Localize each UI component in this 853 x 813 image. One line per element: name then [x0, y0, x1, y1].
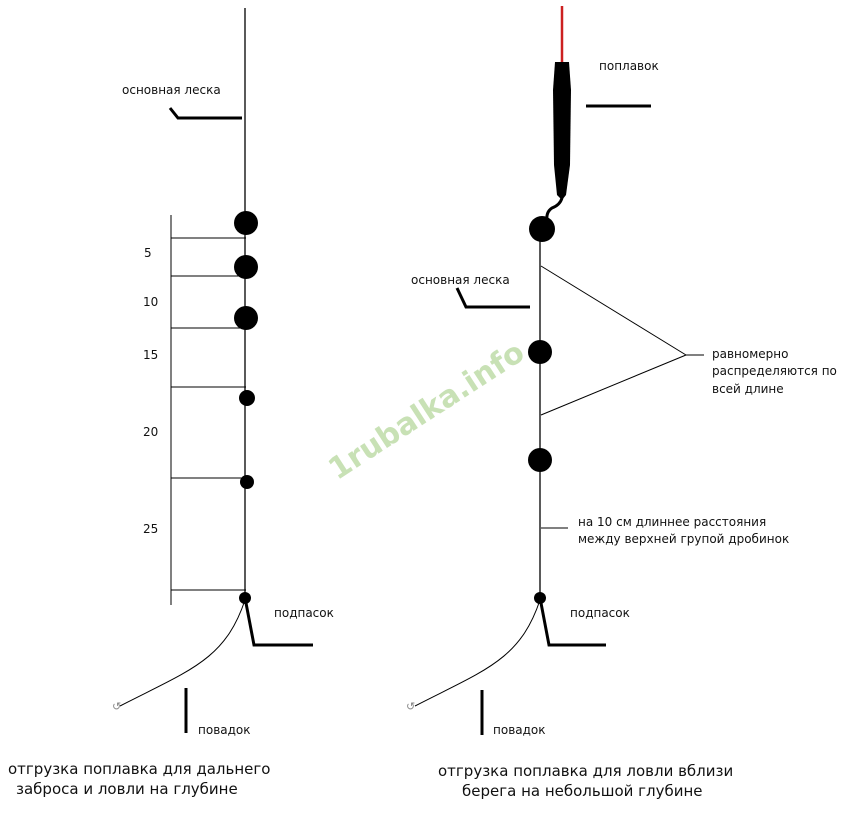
left-main-line-label: основная леска — [122, 83, 221, 97]
right-main-line-label: основная леска — [411, 273, 510, 287]
distribution-label-2: распределяются по — [712, 364, 837, 378]
distribution-label-1: равномерно — [712, 347, 789, 361]
left-main-line-pointer — [168, 107, 242, 120]
right-shot-weights — [528, 216, 555, 604]
depth-mark-15: 15 — [143, 348, 159, 362]
left-caption-line1: отгрузка поплавка для дальнего — [8, 760, 271, 778]
float-keel — [545, 197, 564, 221]
right-povadok-label: повадок — [493, 723, 546, 737]
right-podpasok-label: подпасок — [570, 606, 630, 620]
distribution-label-3: всей длине — [712, 382, 784, 396]
right-main-line-pointer — [455, 287, 530, 309]
distance-note-1: на 10 см длиннее расстояния — [578, 515, 767, 529]
right-leader-line — [414, 599, 541, 707]
right-hook-icon: ↺ — [406, 700, 415, 713]
left-podpasok-label: подпасок — [274, 606, 334, 620]
depth-ticks — [171, 237, 246, 591]
distribution-bracket — [540, 265, 704, 416]
left-caption-line2: заброса и ловли на глубине — [16, 780, 238, 798]
float-label: поплавок — [599, 59, 659, 73]
left-shot-weights — [234, 211, 258, 604]
right-caption-line1: отгрузка поплавка для ловли вблизи — [438, 762, 734, 780]
right-podpasok-pointer — [539, 602, 606, 647]
left-podpasok-pointer — [244, 602, 313, 647]
left-leader-line — [119, 599, 246, 707]
left-hook-icon: ↺ — [112, 700, 121, 713]
float-body — [553, 62, 571, 200]
right-caption-line2: берега на небольшой глубине — [462, 782, 703, 800]
left-povadok-label: повадок — [198, 723, 251, 737]
depth-mark-10: 10 — [143, 295, 159, 309]
depth-mark-5: 5 — [144, 246, 152, 260]
depth-mark-20: 20 — [143, 425, 159, 439]
distance-note-2: между верхней групой дробинок — [578, 532, 790, 546]
depth-mark-25: 25 — [143, 522, 159, 536]
